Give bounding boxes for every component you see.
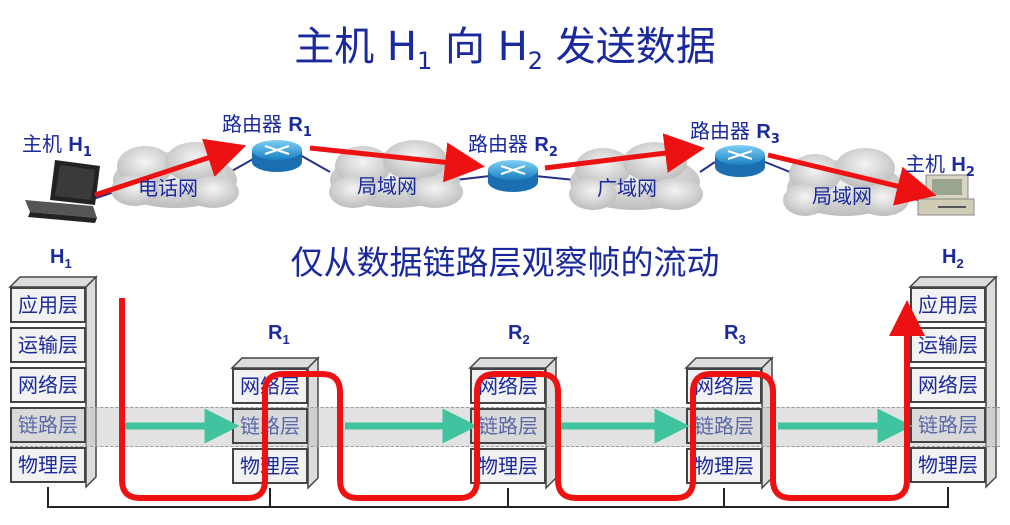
- r2-physical-layer: 物理层: [470, 448, 546, 484]
- r1-link-layer: 链路层: [232, 408, 308, 444]
- top-red-arrows: [94, 133, 937, 206]
- h2-application-layer: 应用层: [910, 287, 986, 323]
- h1-network-layer: 网络层: [10, 367, 86, 403]
- stack-label-r3: R3: [724, 322, 746, 347]
- physical-lines: [47, 487, 949, 508]
- cloud-label-wan: 广域网: [597, 176, 657, 200]
- h1-application-layer: 应用层: [10, 287, 86, 323]
- router2-label: 路由器 R2: [468, 132, 558, 160]
- h1-transport-layer: 运输层: [10, 327, 86, 363]
- stack-label-r2: R2: [508, 322, 530, 347]
- h1-link-layer: 链路层: [10, 407, 86, 443]
- r3-physical-layer: 物理层: [686, 448, 762, 484]
- cloud-label-lan2: 局域网: [812, 184, 872, 208]
- host1-label: 主机 H1: [22, 132, 92, 160]
- r1-network-layer: 网络层: [232, 368, 308, 404]
- router3-label: 路由器 R3: [690, 119, 780, 147]
- h1-physical-layer: 物理层: [10, 447, 86, 483]
- stack-label-h2: H2: [942, 246, 964, 271]
- h2-link-layer: 链路层: [910, 407, 986, 443]
- stack-label-r1: R1: [268, 322, 290, 347]
- laptop-icon: [25, 160, 100, 223]
- r1-physical-layer: 物理层: [232, 448, 308, 484]
- router-icons: [252, 140, 765, 192]
- cloud-label-phone: 电话网: [138, 176, 198, 200]
- h2-physical-layer: 物理层: [910, 447, 986, 483]
- page-title: 主机 H1 向 H2 发送数据: [294, 24, 716, 75]
- h2-transport-layer: 运输层: [910, 327, 986, 363]
- r2-link-layer: 链路层: [470, 408, 546, 444]
- subtitle: 仅从数据链路层观察帧的流动: [290, 243, 720, 282]
- cloud-label-lan1: 局域网: [357, 174, 417, 198]
- r3-link-layer: 链路层: [686, 408, 762, 444]
- host2-label: 主机 H2: [905, 152, 975, 180]
- r3-network-layer: 网络层: [686, 368, 762, 404]
- r2-network-layer: 网络层: [470, 368, 546, 404]
- router1-label: 路由器 R1: [222, 112, 312, 140]
- terminal-icon: [917, 174, 975, 216]
- stack-label-h1: H1: [50, 246, 72, 271]
- h2-network-layer: 网络层: [910, 367, 986, 403]
